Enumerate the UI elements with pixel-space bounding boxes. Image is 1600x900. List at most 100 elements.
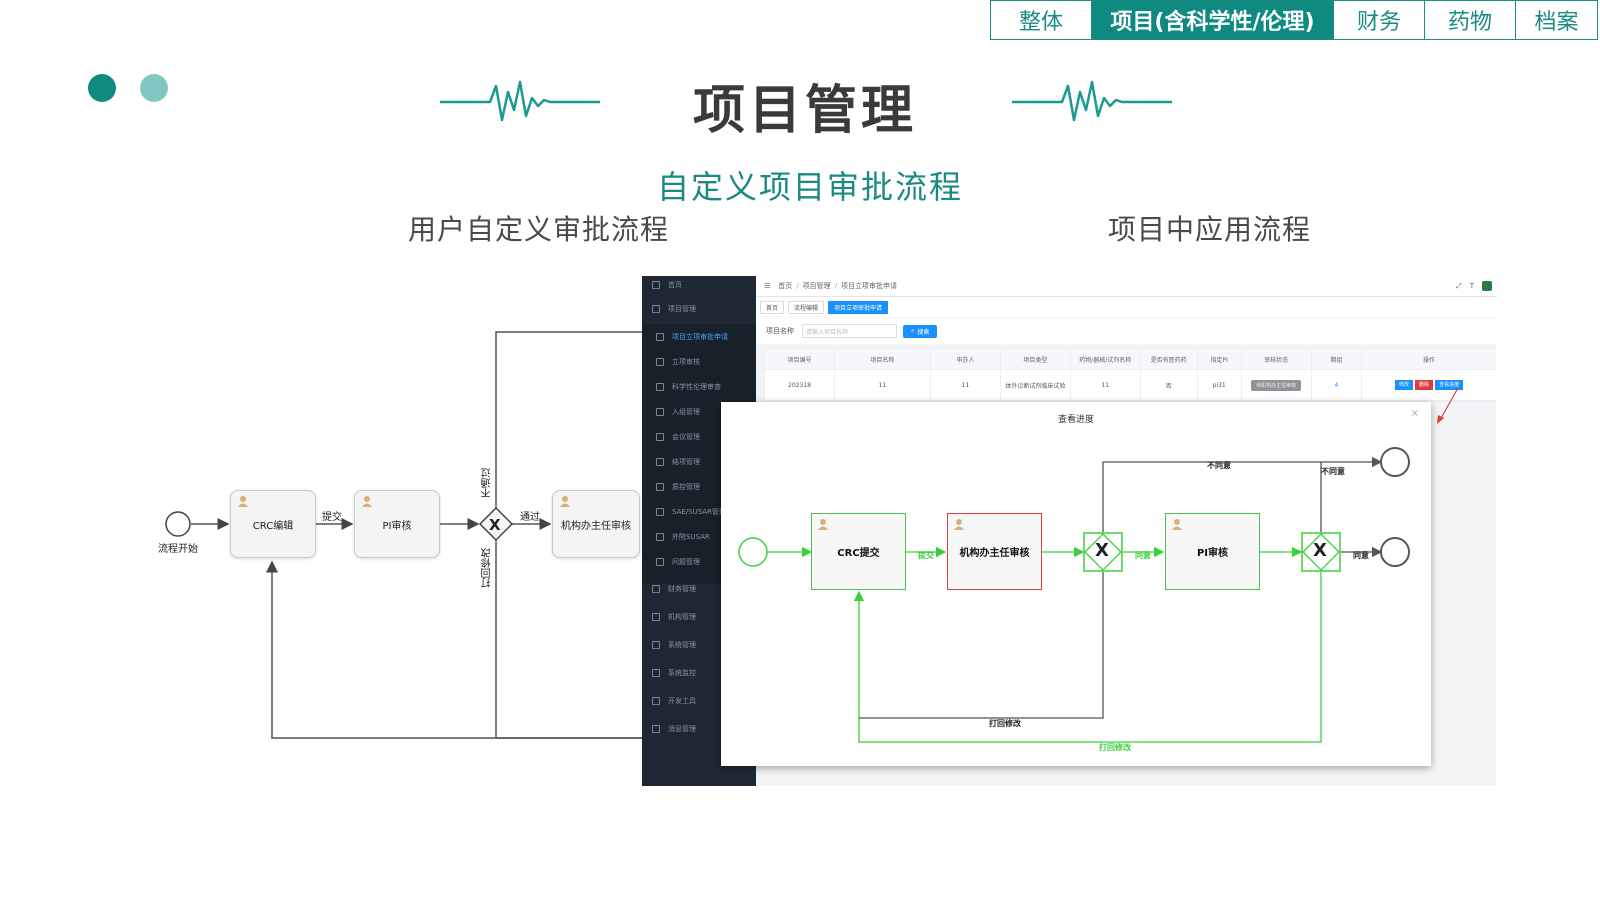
table-cell: 否 (1141, 370, 1198, 400)
tab-home[interactable]: 首页 (760, 300, 785, 314)
tab-project-apply[interactable]: 项目立项审批申请 (828, 300, 889, 314)
flow-label-reject: 打回修改 (482, 548, 493, 588)
table-cell: pi31 (1198, 370, 1242, 400)
project-table: 项目编号 项目名称 申办人 项目类型 药物/器械/试剂名称 是否有医药药 指定P… (764, 348, 1496, 402)
sidebar-sub-1[interactable]: 立项审核 (642, 353, 756, 371)
table-cell: 202318 (765, 370, 835, 400)
flow-node-director-label: 机构办主任审核 (561, 520, 631, 532)
table-header-cell: 期组 (1311, 349, 1363, 369)
modal-start-circle (738, 537, 768, 567)
sidebar-item-monitor[interactable]: 系统监控 (642, 664, 756, 682)
avatar[interactable] (1482, 281, 1492, 291)
view-progress-button[interactable]: 查看进度 (1435, 380, 1464, 390)
user-icon (238, 496, 248, 507)
table-cell: 4 (1312, 370, 1363, 400)
nav-tab-finance[interactable]: 财务 (1333, 1, 1424, 39)
nav-tab-archive[interactable]: 档案 (1515, 1, 1597, 39)
flow-node-pi-label: PI审核 (382, 520, 412, 532)
modal-label-disagree-1: 不同意 (1207, 461, 1231, 470)
delete-button[interactable]: 删除 (1415, 380, 1434, 390)
font-size-icon[interactable]: T (1469, 282, 1474, 290)
flow-node-crc-label: CRC编辑 (252, 520, 294, 532)
tab-flow-edit[interactable]: 流程编辑 (788, 300, 825, 314)
sidebar-item-finance[interactable]: 财务管理 (642, 580, 756, 598)
breadcrumb-item: 项目立项审批申请 (841, 282, 897, 290)
search-label: 项目名称 (766, 327, 794, 335)
modal-gateway-1-x-icon: X (1095, 540, 1109, 561)
flow-node-pi[interactable]: PI审核 (354, 490, 440, 558)
flow-node-crc[interactable]: CRC编辑 (230, 490, 316, 558)
nav-tab-overall[interactable]: 整体 (1018, 10, 1063, 35)
sidebar-item-project[interactable]: 项目管理 (642, 300, 756, 318)
sidebar-sub-0[interactable]: 项目立项审批申请 (642, 328, 756, 346)
breadcrumb-item[interactable]: 首页 (778, 282, 793, 290)
user-icon (560, 496, 570, 507)
heartbeat-left-icon (440, 80, 600, 122)
search-button[interactable]: ⌕搜索 (903, 324, 938, 338)
table-header-cell: 操作 (1362, 349, 1496, 369)
table-cell: 待机构办主任审核 (1242, 370, 1312, 400)
sidebar-item-messages[interactable]: 消息管理 (642, 720, 756, 738)
heartbeat-right-icon (1012, 80, 1172, 122)
sidebar-sub-8[interactable]: 外院SUSAR (642, 528, 756, 546)
page-subtitle: 自定义项目审批流程 (656, 168, 963, 206)
flow-node-director[interactable]: 机构办主任审核 (552, 490, 640, 558)
search-bar: 项目名称 请输入项目名称 ⌕搜索 (756, 318, 1496, 344)
fullscreen-icon[interactable]: ⤢ (1456, 281, 1462, 290)
flow-gateway (478, 506, 514, 542)
modal-node-director-label: 机构办主任审核 (959, 548, 1030, 559)
status-badge: 待机构办主任审核 (1251, 379, 1302, 391)
modal-label-reject-2: 打回修改 (1099, 743, 1131, 752)
flow-gateway-x-icon: X (489, 516, 501, 534)
table-cell: 体外诊断试剂临床试验 (1001, 370, 1071, 400)
table-header-cell: 项目类型 (1000, 349, 1071, 369)
table-header-cell: 项目名称 (834, 349, 931, 369)
modal-node-pi[interactable]: PI审核 (1165, 513, 1260, 590)
user-icon (818, 519, 828, 530)
nav-tab-project[interactable]: 项目(含科学性/伦理) (1091, 1, 1333, 39)
sidebar-item-system[interactable]: 系统管理 (642, 636, 756, 654)
sidebar-sub-2[interactable]: 科学性伦理审查 (642, 378, 756, 396)
modal-label-agree-2: 同意 (1353, 551, 1369, 560)
modal-flow-connectors (738, 447, 1410, 743)
table-header-cell: 项目编号 (765, 349, 835, 369)
menu-toggle-icon[interactable]: ☰ (764, 282, 771, 290)
close-icon[interactable]: × (1410, 408, 1419, 419)
sidebar-sub-6[interactable]: 质控管理 (642, 478, 756, 496)
flow-start-label: 流程开始 (158, 544, 198, 555)
sidebar-sub-5[interactable]: 结项管理 (642, 453, 756, 471)
sidebar-sub-4[interactable]: 会议管理 (642, 428, 756, 446)
table-cell: 11 (931, 370, 1001, 400)
sidebar-sub-9[interactable]: 问题管理 (642, 553, 756, 571)
modal-node-crc-label: CRC提交 (837, 548, 880, 559)
modal-node-crc[interactable]: CRC提交 (811, 513, 906, 590)
modal-title: 查看进度 (1057, 415, 1094, 425)
sidebar-sub-3[interactable]: 入组管理 (642, 403, 756, 421)
table-header-cell: 是否有医药药 (1140, 349, 1198, 369)
caption-right: 项目中应用流程 (1108, 213, 1312, 246)
table-header-cell: 申办人 (930, 349, 1001, 369)
table-cell: 11 (835, 370, 931, 400)
caption-left: 用户自定义审批流程 (408, 213, 670, 246)
table-cell: 11 (1071, 370, 1141, 400)
decor-dot-light (140, 74, 168, 102)
flow-start-circle (165, 511, 191, 537)
modal-label-submit: 提交 (918, 551, 934, 560)
edit-button[interactable]: 修改 (1395, 380, 1414, 390)
progress-modal: 查看进度 × (721, 402, 1431, 766)
sidebar-item-devtools[interactable]: 开发工具 (642, 692, 756, 710)
breadcrumb-item[interactable]: 项目管理 (802, 282, 831, 290)
flow-label-submit: 提交 (322, 512, 342, 523)
modal-end-circle-2 (1380, 537, 1410, 567)
user-icon (954, 519, 964, 530)
modal-node-director[interactable]: 机构办主任审核 (947, 513, 1042, 590)
sidebar-item-org[interactable]: 机构管理 (642, 608, 756, 626)
modal-label-disagree-2: 不同意 (1321, 467, 1345, 476)
modal-gateway-2-x-icon: X (1313, 540, 1327, 561)
nav-tab-drug[interactable]: 药物 (1424, 1, 1515, 39)
sidebar-item-home[interactable]: 首页 (642, 276, 756, 294)
sidebar-sub-7[interactable]: SAE/SUSAR管理 (642, 503, 756, 521)
search-input[interactable]: 请输入项目名称 (802, 324, 897, 338)
modal-node-pi-label: PI审核 (1196, 548, 1229, 559)
